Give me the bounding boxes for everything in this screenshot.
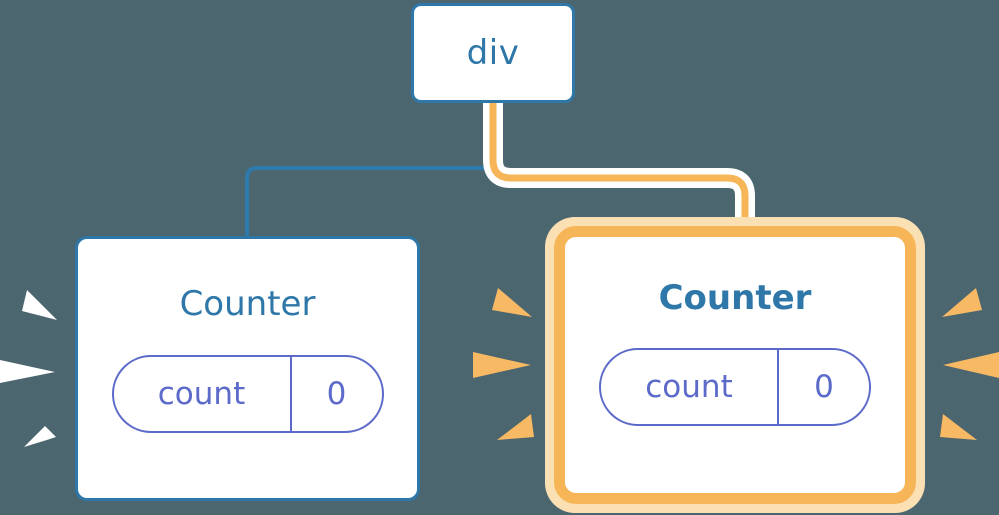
sparkle-ray — [473, 352, 531, 378]
state-value: 0 — [289, 357, 382, 431]
sparkle-ray — [492, 288, 532, 317]
sparkles-left-of-counter-right — [473, 288, 534, 440]
sparkle-ray — [24, 437, 56, 447]
sparkle-ray — [942, 288, 982, 317]
node-div-label: div — [466, 33, 520, 73]
sparkle-ray — [22, 290, 57, 320]
state-pill-counter-left: count 0 — [111, 355, 384, 433]
node-counter-left[interactable]: Counter count 0 — [75, 236, 420, 501]
sparkles-left-of-counter-left — [0, 290, 57, 447]
sparkle-ray — [497, 414, 534, 440]
sparkle-ray — [24, 426, 56, 447]
state-key: count — [157, 375, 246, 412]
state-value: 0 — [777, 350, 869, 424]
node-counter-right-label: Counter — [658, 278, 812, 318]
edge-div-to-counter-right-halo — [483, 102, 755, 230]
sparkle-ray — [0, 360, 55, 383]
node-counter-right[interactable]: Counter count 0 — [554, 226, 916, 504]
node-counter-left-label: Counter — [179, 284, 316, 324]
node-counter-right-highlight: Counter count 0 — [545, 217, 925, 513]
sparkle-ray — [943, 352, 999, 378]
state-pill-counter-right: count 0 — [599, 348, 871, 426]
sparkles-right-of-counter-right — [940, 288, 999, 440]
sparkle-ray — [940, 414, 977, 440]
node-div[interactable]: div — [411, 3, 575, 103]
state-key: count — [645, 368, 733, 405]
edge-div-to-counter-left — [245, 102, 495, 236]
edge-div-to-counter-right — [489, 102, 749, 230]
